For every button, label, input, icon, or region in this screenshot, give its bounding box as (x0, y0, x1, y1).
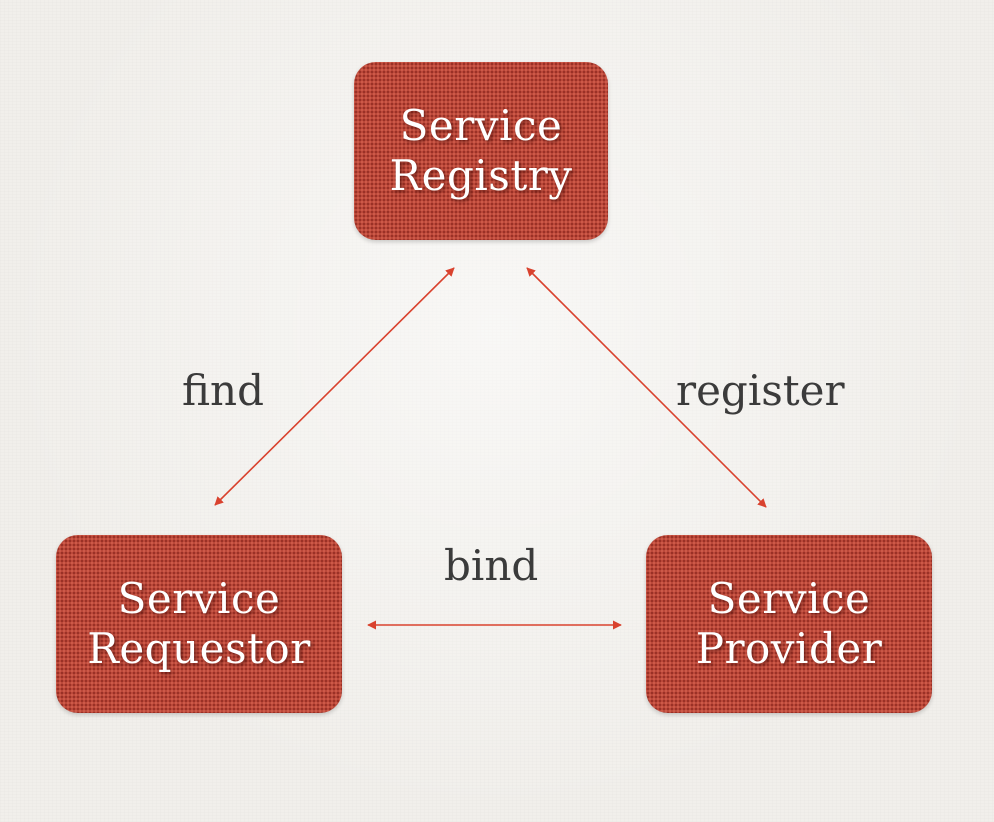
bind-edge-label: bind (444, 541, 539, 590)
find-edge-label: find (182, 366, 264, 415)
service-provider-label: Service Provider (696, 574, 883, 673)
service-requestor-node: Service Requestor (56, 535, 342, 713)
find-arrow (214, 267, 455, 506)
service-registry-label: Service Registry (389, 101, 572, 200)
register-arrow (526, 267, 767, 508)
service-provider-label-line1: Service (707, 574, 871, 624)
service-provider-node: Service Provider (646, 535, 932, 713)
service-registry-label-line1: Service (399, 101, 563, 151)
service-requestor-label-line1: Service (117, 574, 281, 624)
service-registry-node: Service Registry (354, 62, 608, 240)
service-requestor-label: Service Requestor (87, 574, 311, 673)
service-registry-label-line2: Registry (389, 151, 573, 200)
register-edge-label: register (676, 366, 845, 415)
service-requestor-label-line2: Requestor (87, 624, 311, 673)
service-provider-label-line2: Provider (695, 624, 883, 673)
